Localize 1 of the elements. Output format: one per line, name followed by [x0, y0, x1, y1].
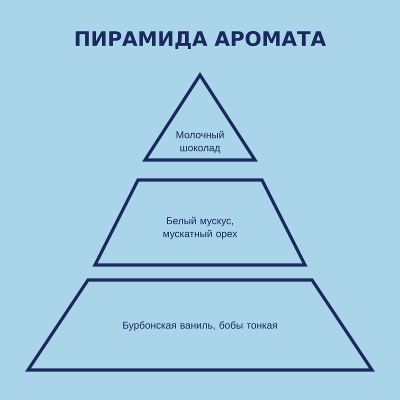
title: ПИРАМИДА АРОМАТА: [76, 31, 326, 49]
